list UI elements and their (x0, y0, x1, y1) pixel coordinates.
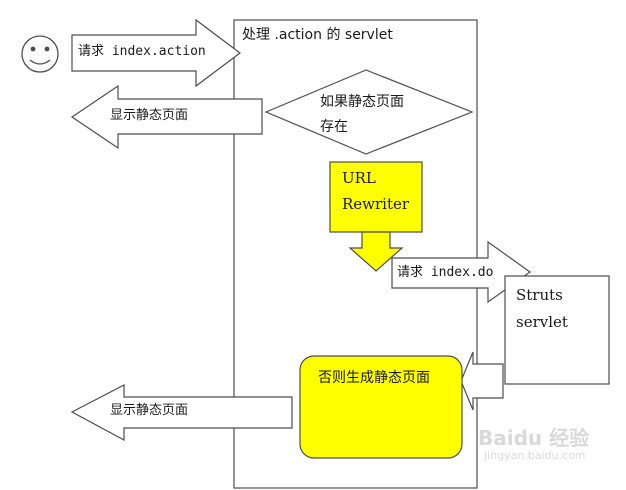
display-static-top-label: 显示静态页面 (110, 108, 189, 123)
struts-servlet-box (504, 275, 610, 385)
url-rewriter-box (329, 161, 423, 233)
user-smiley-icon (21, 35, 59, 73)
generate-static-label: 否则生成静态页面 (318, 370, 430, 386)
baidu-watermark-url: jingyan.baidu.com (484, 449, 586, 462)
generate-static-box (299, 355, 463, 459)
baidu-watermark: Baidu 经验 (478, 426, 590, 450)
request-action-label: 请求 index.action (78, 44, 206, 59)
rewriter-down-arrow (348, 231, 404, 272)
display-static-top-arrow (70, 84, 263, 150)
struts-return-arrow (460, 351, 504, 411)
display-static-bottom-arrow (70, 384, 293, 442)
decision-label-line2: 存在 (320, 119, 348, 135)
url-rewriter-label-line2: Rewriter (342, 195, 410, 213)
url-rewriter-label-line1: URL (342, 169, 376, 187)
decision-label-line1: 如果静态页面 (320, 94, 404, 110)
struts-label-line2: servlet (516, 313, 568, 331)
display-static-bottom-label: 显示静态页面 (110, 403, 189, 418)
static-exists-decision (264, 69, 474, 155)
request-do-label: 请求 index.do (397, 265, 494, 280)
request-action-arrow (71, 18, 241, 88)
servlet-box-title: 处理 .action 的 servlet (242, 27, 393, 43)
struts-label-line1: Struts (516, 286, 563, 304)
